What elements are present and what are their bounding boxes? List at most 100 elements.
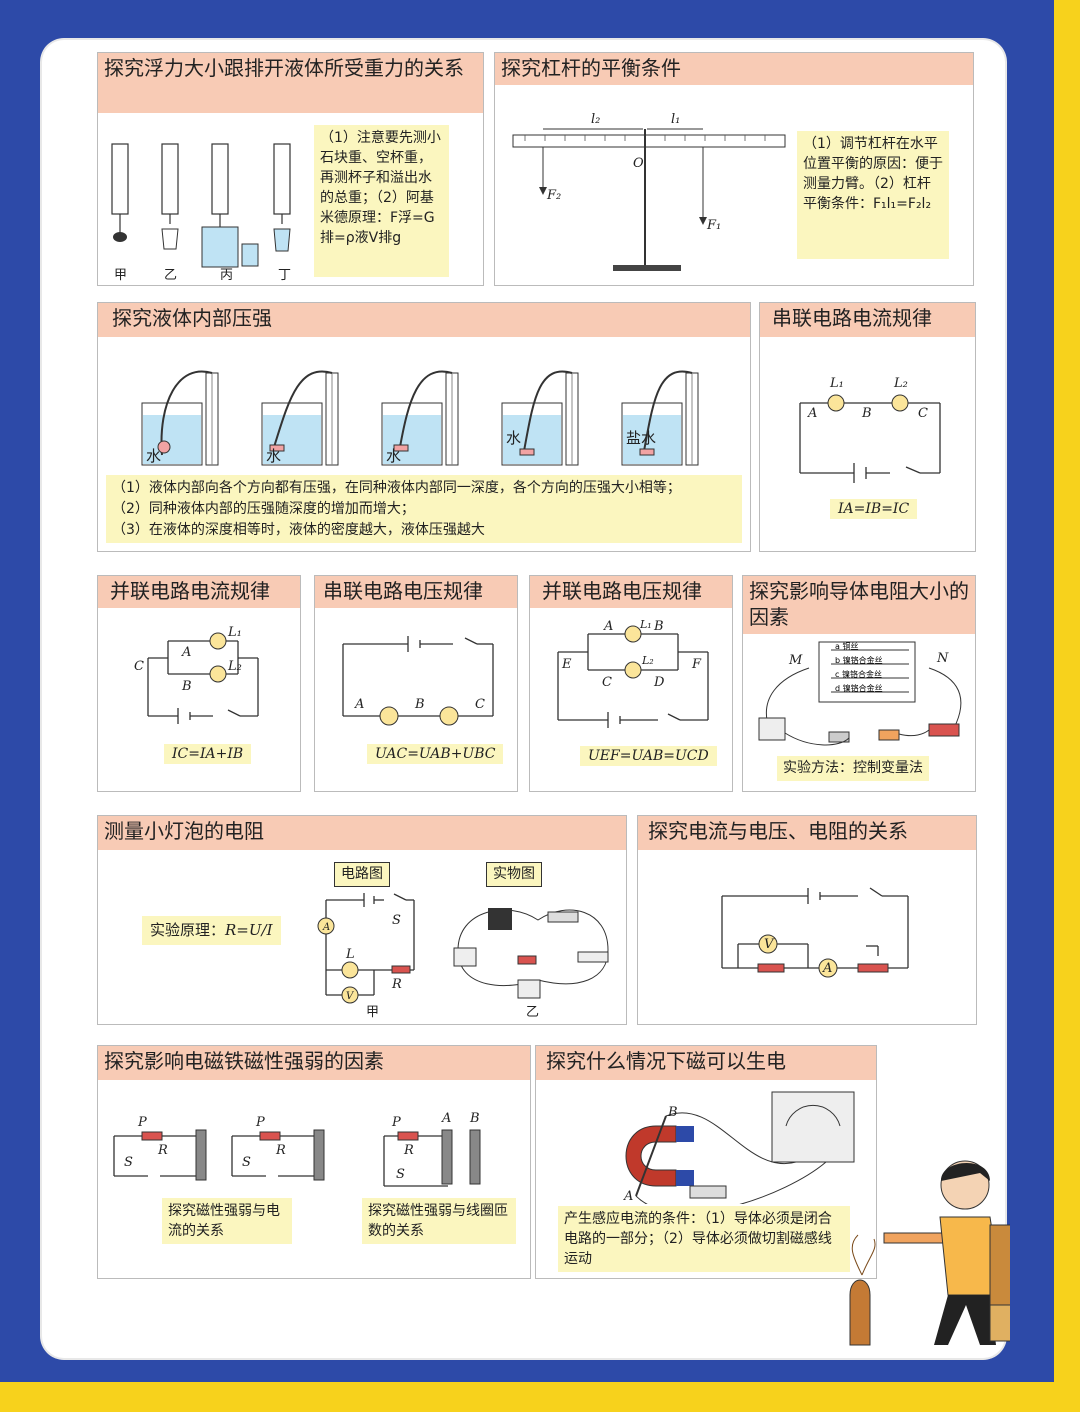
label-s-2: S [242, 1155, 251, 1170]
current-vr-circuit: V A [721, 887, 909, 978]
circuit-tag: 电路图 [334, 862, 390, 887]
label-a: A [623, 1189, 633, 1204]
card-title: 探究浮力大小跟排开液体所受重力的关系 [98, 53, 483, 113]
label-l1: L₁ [829, 376, 844, 391]
bottom-yellow-band [0, 1382, 1080, 1412]
induction-note: 产生感应电流的条件：（1）导体必须是闭合电路的一部分；（2）导体必须做切割磁感线… [558, 1206, 850, 1272]
label-l2: L₂ [893, 376, 908, 391]
label-f: F [691, 657, 702, 672]
label-ding: 丁 [278, 268, 291, 283]
label-voltmeter: V [764, 937, 775, 952]
label-r-3: R [403, 1143, 414, 1158]
card-series-voltage: 串联电路电压规律 A B C UAC=UAB+UBC [314, 575, 518, 792]
card-electromagnet: 探究影响电磁铁磁性强弱的因素 P R S P R S P R S A B [97, 1045, 531, 1279]
parallel-current-formula: IC=IA+IB [164, 744, 252, 764]
card-resistance-factors: 探究影响导体电阻大小的因素 a 铜丝 b 镍铬合金丝 c 镍铬合金丝 d 镍铬合… [742, 575, 976, 792]
label-l2: L₂ [227, 659, 242, 674]
label-r-1: R [157, 1143, 168, 1158]
label-jia: 甲 [366, 1005, 379, 1020]
label-f2: F₂ [546, 188, 561, 203]
right-yellow-band [1054, 0, 1080, 1412]
label-a: A [181, 645, 191, 660]
wire-b: b 镍铬合金丝 [835, 655, 883, 665]
label-pivot: O [633, 156, 644, 171]
beaker-label-4: 水 [506, 429, 521, 447]
card-liquid-pressure: 探究液体内部压强 [97, 302, 751, 552]
label-c: C [475, 697, 485, 712]
student-illustration [849, 1160, 1010, 1346]
label-r-2: R [275, 1143, 286, 1158]
wire-a: a 铜丝 [835, 641, 858, 651]
label-b: B [181, 679, 192, 694]
lever-note: （1）调节杠杆在水平位置平衡的原因：便于测量力臂。（2）杠杆平衡条件：F₁l₁=… [797, 131, 949, 259]
card-bulb-resistance: 测量小灯泡的电阻 实验原理：R=U/I 电路图 实物图 A V S L R 甲 [97, 815, 627, 1025]
card-title: 并联电路电压规律 [530, 576, 732, 608]
electromagnet-diagrams: P R S P R S P R S A B [113, 1111, 481, 1187]
label-r: R [391, 977, 402, 992]
label-voltmeter: V [346, 991, 355, 1002]
beaker-label-3: 水 [386, 447, 401, 465]
card-parallel-voltage: 并联电路电压规律 A B C D E F L₁ L₂ UEF=UAB=UCD [529, 575, 733, 792]
card-buoyancy: 探究浮力大小跟排开液体所受重力的关系 甲 乙 丙 丁 （1）注意要先测小石块重、… [97, 52, 484, 286]
label-a: A [807, 406, 817, 421]
pressure-diagram: 水 水 水 水 盐水 [141, 370, 699, 466]
pressure-note-2: （2）同种液体内部的压强随深度的增加而增大； [112, 501, 415, 517]
card-title: 并联电路电流规律 [98, 576, 300, 608]
label-p-3: P [391, 1115, 401, 1130]
label-e: E [561, 657, 572, 672]
series-current-formula: IA=IB=IC [830, 499, 918, 519]
label-yi: 乙 [526, 1005, 539, 1020]
label-b: B [469, 1111, 480, 1126]
principle-label: 实验原理： [150, 921, 226, 939]
card-current-vr: 探究电流与电压、电阻的关系 V A [637, 815, 977, 1025]
wire-d: d 镍铬合金丝 [835, 683, 883, 693]
label-s-1: S [124, 1155, 133, 1170]
parallel-current-circuit: L₁ L₂ A B C [134, 626, 259, 724]
label-m: M [788, 653, 803, 668]
label-c: C [918, 406, 928, 421]
card-parallel-current: 并联电路电流规律 L₁ L₂ A B C IC=IA+IB [97, 575, 301, 792]
card-title: 探究影响导体电阻大小的因素 [743, 576, 975, 634]
label-l1: L₁ [227, 626, 242, 640]
label-l2: l₂ [591, 112, 600, 127]
pressure-note-1: （1）液体内部向各个方向都有压强，在同种液体内部同一深度，各个方向的压强大小相等… [112, 480, 681, 496]
buoyancy-diagram: 甲 乙 丙 丁 [111, 143, 291, 283]
pressure-note-3: （3）在液体的深度相等时，液体的密度越大，液体压强越大 [112, 522, 485, 538]
card-series-current: 串联电路电流规律 L₁ L₂ A B C IA=IB=IC [759, 302, 976, 552]
buoyancy-note: （1）注意要先测小石块重、空杯重，再测杯子和溢出水的总重；（2）阿基米德原理：F… [314, 125, 449, 277]
bulb-circuit: A V S L R 甲 [317, 893, 415, 1020]
card-lever: 探究杠杆的平衡条件 l₂ l₁ O F₂ F₁ （1）调节杠杆在水平位置平衡的原… [494, 52, 974, 286]
card-induction: 探究什么情况下磁可以生电 A B 产生感应电流的条件：（1）导体必须是闭合电路的… [535, 1045, 877, 1279]
label-jia: 甲 [114, 268, 127, 283]
label-a: A [354, 697, 364, 712]
card-title: 串联电路电流规律 [760, 303, 975, 337]
electromagnet-note-left: 探究磁性强弱与电流的关系 [162, 1198, 292, 1244]
label-bing: 丙 [220, 268, 233, 283]
lever-diagram: l₂ l₁ O F₂ F₁ [512, 112, 786, 271]
parallel-voltage-circuit: A B C D E F L₁ L₂ [557, 620, 709, 728]
card-title: 探究什么情况下磁可以生电 [536, 1046, 876, 1080]
card-title: 探究电流与电压、电阻的关系 [638, 816, 976, 850]
label-ammeter: A [822, 961, 832, 976]
label-l1: l₁ [671, 112, 680, 127]
card-title: 探究影响电磁铁磁性强弱的因素 [98, 1046, 530, 1080]
resistance-apparatus: a 铜丝 b 镍铬合金丝 c 镍铬合金丝 d 镍铬合金丝 M N [758, 641, 962, 746]
label-c: C [602, 675, 612, 690]
physical-tag: 实物图 [486, 862, 542, 887]
label-p-2: P [255, 1115, 265, 1130]
label-s-3: S [396, 1167, 405, 1182]
resistance-method-note: 实验方法：控制变量法 [777, 756, 929, 781]
label-n: N [936, 651, 949, 666]
series-current-circuit: L₁ L₂ A B C [799, 376, 941, 483]
bulb-principle: 实验原理：R=U/I [142, 916, 281, 945]
card-title: 探究液体内部压强 [98, 303, 750, 337]
principle-formula: R=U/I [225, 921, 273, 939]
label-l2: L₂ [641, 654, 654, 667]
pressure-notes: （1）液体内部向各个方向都有压强，在同种液体内部同一深度，各个方向的压强大小相等… [106, 475, 742, 543]
label-b: B [861, 406, 872, 421]
label-ammeter: A [322, 922, 330, 933]
label-yi: 乙 [164, 268, 177, 283]
label-l: L [345, 947, 355, 962]
card-title: 串联电路电压规律 [315, 576, 517, 608]
series-voltage-formula: UAC=UAB+UBC [367, 744, 504, 764]
